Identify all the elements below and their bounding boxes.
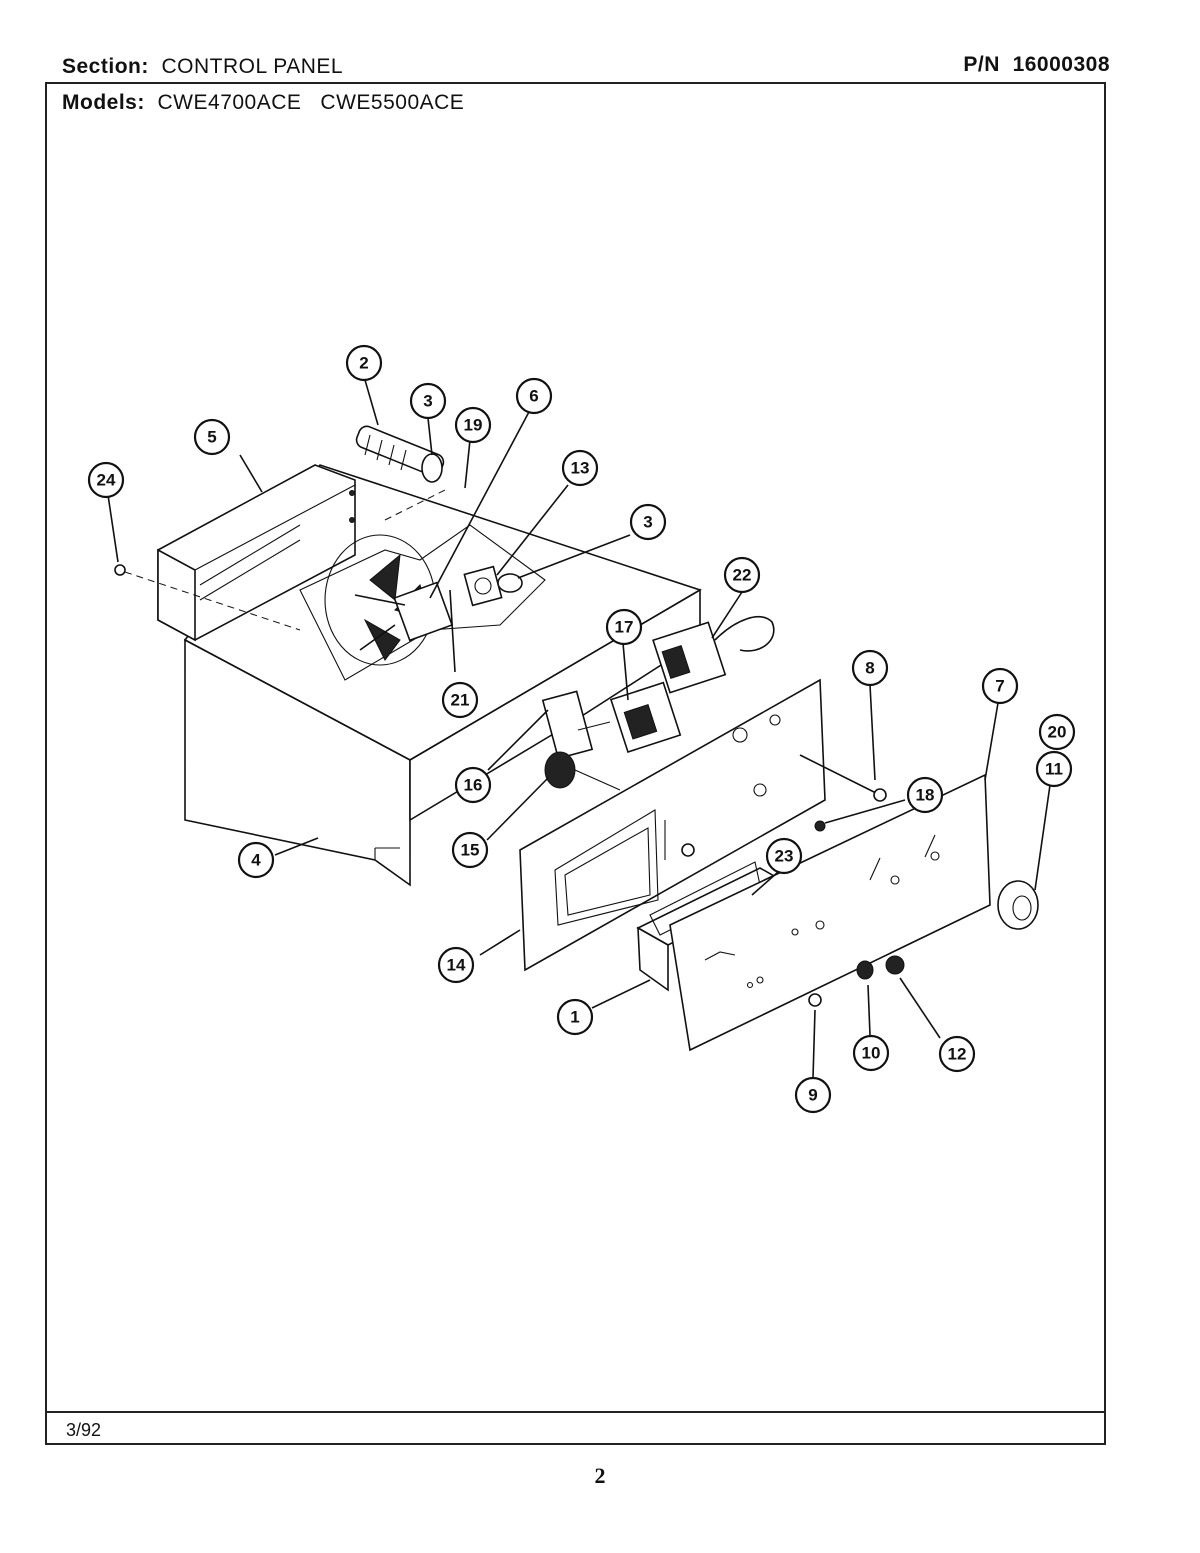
callout-2: 2 (345, 344, 383, 382)
callout-24: 24 (87, 461, 125, 499)
section-value: CONTROL PANEL (161, 55, 344, 78)
part-13-gasket (463, 565, 523, 607)
callout-10: 10 (852, 1034, 890, 1072)
part-11-knob (997, 880, 1039, 930)
part-7-front-panel (669, 773, 991, 1052)
diagram-frame (45, 82, 1106, 1445)
part-14-control-panel-plate (519, 678, 826, 972)
svg-text:4: 4 (251, 851, 261, 870)
part-8-rod (799, 754, 887, 802)
part-5-rear-bracket (157, 464, 356, 642)
svg-text:9: 9 (808, 1086, 817, 1105)
svg-text:8: 8 (865, 659, 874, 678)
callout-11: 11 (1035, 750, 1073, 788)
callout-13: 13 (561, 449, 599, 487)
part-9-knob (808, 993, 822, 1007)
callout-4: 4 (237, 841, 275, 879)
svg-text:18: 18 (916, 786, 935, 805)
part-15-knob (544, 751, 621, 791)
svg-text:3: 3 (423, 392, 432, 411)
part-12-button (885, 955, 905, 975)
svg-text:22: 22 (733, 566, 752, 585)
models-label: Models: (62, 91, 145, 114)
part-2-valve (355, 425, 446, 521)
svg-text:20: 20 (1048, 723, 1067, 742)
callout-19: 19 (454, 406, 492, 444)
callout-3b: 3 (629, 503, 667, 541)
svg-text:1: 1 (570, 1008, 579, 1027)
callout-6: 6 (515, 377, 553, 415)
svg-text:7: 7 (995, 677, 1004, 696)
callout-23: 23 (765, 837, 803, 875)
callout-8: 8 (851, 649, 889, 687)
pn-label: P/N (963, 53, 1000, 76)
svg-text:21: 21 (451, 691, 470, 710)
svg-text:14: 14 (447, 956, 466, 975)
callout-7: 7 (981, 667, 1019, 705)
models-value: CWE4700ACE CWE5500ACE (157, 91, 465, 114)
svg-text:2: 2 (359, 354, 368, 373)
pn-value: 16000308 (1012, 53, 1110, 76)
svg-text:23: 23 (775, 847, 794, 866)
svg-text:17: 17 (615, 618, 634, 637)
svg-text:13: 13 (571, 459, 590, 478)
svg-text:19: 19 (464, 416, 483, 435)
svg-text:16: 16 (464, 776, 483, 795)
part-22-timer (652, 616, 775, 694)
models-heading: Models: CWE4700ACE CWE5500ACE (62, 91, 464, 115)
section-heading: Section: CONTROL PANEL (62, 55, 343, 79)
page-number: 2 (594, 1463, 606, 1488)
svg-text:10: 10 (862, 1044, 881, 1063)
svg-text:5: 5 (207, 428, 216, 447)
part-10-spring (856, 960, 874, 980)
callout-3a: 3 (409, 382, 447, 420)
callout-17: 17 (605, 608, 643, 646)
callout-9: 9 (794, 1076, 832, 1114)
callout-21: 21 (441, 681, 479, 719)
part-24-screw (114, 564, 301, 631)
callout-1: 1 (556, 998, 594, 1036)
revision-date: 3/92 (66, 1420, 102, 1440)
svg-text:15: 15 (461, 841, 480, 860)
svg-text:11: 11 (1045, 760, 1063, 779)
svg-text:3: 3 (643, 513, 652, 532)
callout-14: 14 (437, 946, 475, 984)
callout-12: 12 (938, 1035, 976, 1073)
part-18-nut (814, 820, 826, 832)
callout-15: 15 (451, 831, 489, 869)
callout-22: 22 (723, 556, 761, 594)
callout-16: 16 (454, 766, 492, 804)
part-number: P/N 16000308 (963, 53, 1110, 77)
svg-text:24: 24 (97, 471, 116, 490)
callout-20: 20 (1038, 713, 1076, 751)
part-17-relay (609, 681, 682, 753)
callout-5: 5 (193, 418, 231, 456)
callout-18: 18 (906, 776, 944, 814)
leader-lines (107, 379, 1051, 1079)
section-label: Section: (62, 55, 149, 78)
footer-divider (45, 1411, 1106, 1413)
svg-text:12: 12 (948, 1045, 967, 1064)
svg-text:6: 6 (529, 387, 538, 406)
part-16-switch (541, 690, 611, 760)
fan-motor-assembly (299, 524, 546, 681)
